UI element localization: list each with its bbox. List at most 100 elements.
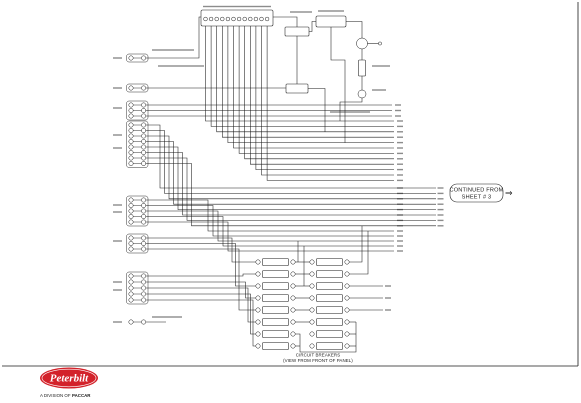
wire-label-mark <box>437 214 444 216</box>
breaker-terminal <box>309 319 315 325</box>
terminal-pin <box>141 291 147 297</box>
terminal-pin <box>128 279 134 285</box>
bus-wire <box>146 199 394 232</box>
feed-wire <box>210 19 394 127</box>
terminal-pin <box>128 197 134 203</box>
terminal-pin <box>141 144 147 150</box>
breaker-terminal <box>344 331 350 337</box>
breaker-terminal <box>344 307 350 313</box>
terminal-pin <box>141 285 147 291</box>
breaker-output-wire <box>349 225 363 263</box>
breaker-terminal <box>255 295 261 301</box>
wire-label-mark <box>437 219 444 222</box>
breaker-feed-wire <box>146 281 256 299</box>
label-mark <box>318 10 344 12</box>
label-mark <box>113 134 122 136</box>
feed-wire <box>238 19 394 154</box>
circuit-breaker <box>262 282 289 290</box>
lamp-return-wire <box>339 98 363 121</box>
terminal-pin <box>141 273 147 279</box>
circuit-breaker <box>316 330 343 338</box>
logo-oval-outline <box>41 368 97 388</box>
wire-label-mark <box>437 208 444 211</box>
fuse-panel-pin <box>242 16 247 22</box>
connector-label-mark <box>203 5 271 8</box>
terminal-pin <box>141 214 147 219</box>
bus-wire <box>146 130 436 194</box>
indicator-lamp <box>356 37 368 50</box>
breaker-terminal <box>344 343 350 349</box>
wire-label-mark <box>397 240 403 242</box>
terminal-pin <box>128 246 134 252</box>
wire-label-mark <box>385 297 391 299</box>
peterbilt-logo: Peterbilt <box>40 367 98 389</box>
breaker-terminal <box>344 259 350 265</box>
terminal-pin <box>128 297 134 303</box>
fuse-panel-connector <box>200 9 274 27</box>
lamp-feed-wire <box>346 21 363 38</box>
wire-label-mark <box>397 163 403 165</box>
breaker-terminal <box>290 319 296 325</box>
connector-housing <box>126 83 149 93</box>
terminal-pin <box>141 133 147 139</box>
terminal-pin <box>128 85 134 91</box>
breaker-terminal <box>290 283 296 289</box>
cluster-harness-wire <box>146 16 201 59</box>
circuit-breaker <box>316 294 343 302</box>
terminal-pin <box>141 102 147 108</box>
fuse-panel-pin <box>259 16 264 22</box>
terminal-pin <box>141 208 147 214</box>
switch-feed-wire <box>309 21 316 32</box>
breaker-terminal <box>309 295 315 301</box>
breaker-terminal <box>344 319 350 325</box>
breaker-output-wire <box>349 231 369 275</box>
label-mark <box>290 11 312 13</box>
breaker-terminal <box>255 319 261 325</box>
company-name: PACCAR <box>72 393 91 398</box>
feed-wire <box>266 19 394 181</box>
breaker-terminal <box>309 307 315 313</box>
breaker-terminal <box>309 283 315 289</box>
fuse-panel-pin <box>264 16 270 22</box>
fuse-panel-pin <box>253 16 259 22</box>
breakers-caption-subtitle: (VIEW FROM FRONT OF PANEL) <box>283 358 353 363</box>
terminal-pin <box>128 55 134 61</box>
switch-out-wire <box>330 27 346 143</box>
terminal-pin <box>141 297 147 303</box>
wire-label-mark <box>437 225 444 227</box>
inline-fuse <box>358 59 366 77</box>
wire-label-mark <box>397 125 403 128</box>
circuit-breaker <box>316 282 343 290</box>
terminal-pin <box>141 197 147 203</box>
circuit-breakers-caption: CIRCUIT BREAKERS (VIEW FROM FRONT OF PAN… <box>283 353 353 364</box>
breaker-terminal <box>290 343 296 349</box>
label-mark <box>113 289 122 291</box>
breaker-terminal <box>344 271 350 277</box>
indicator-lamp <box>357 89 367 99</box>
wire-label-mark <box>397 198 403 200</box>
breaker-terminal <box>344 295 350 301</box>
division-text: A DIVISION OF <box>40 393 71 398</box>
terminal-pin <box>128 128 134 133</box>
wire-label-mark <box>397 192 403 195</box>
wire-label-mark <box>397 136 403 138</box>
terminal-pin <box>128 319 134 325</box>
breaker-feed-wire <box>146 273 256 277</box>
feed-wire <box>261 19 394 176</box>
label-mark <box>113 240 122 242</box>
wire-label-mark <box>395 104 401 106</box>
ground-terminal <box>378 41 382 46</box>
wire-label-mark <box>437 203 444 205</box>
breaker-terminal <box>290 307 296 313</box>
bus-wire <box>146 135 436 200</box>
sheet-frame <box>2 2 579 367</box>
terminal-pin <box>128 241 134 246</box>
fuse-panel-pin <box>225 16 231 22</box>
terminal-pin <box>128 108 134 113</box>
breaker-terminal <box>255 307 261 313</box>
terminal-pin <box>128 291 134 297</box>
terminal-pin <box>141 219 147 225</box>
terminal-pin <box>141 55 147 61</box>
circuit-breaker <box>262 306 289 314</box>
bus-wire <box>146 124 436 189</box>
